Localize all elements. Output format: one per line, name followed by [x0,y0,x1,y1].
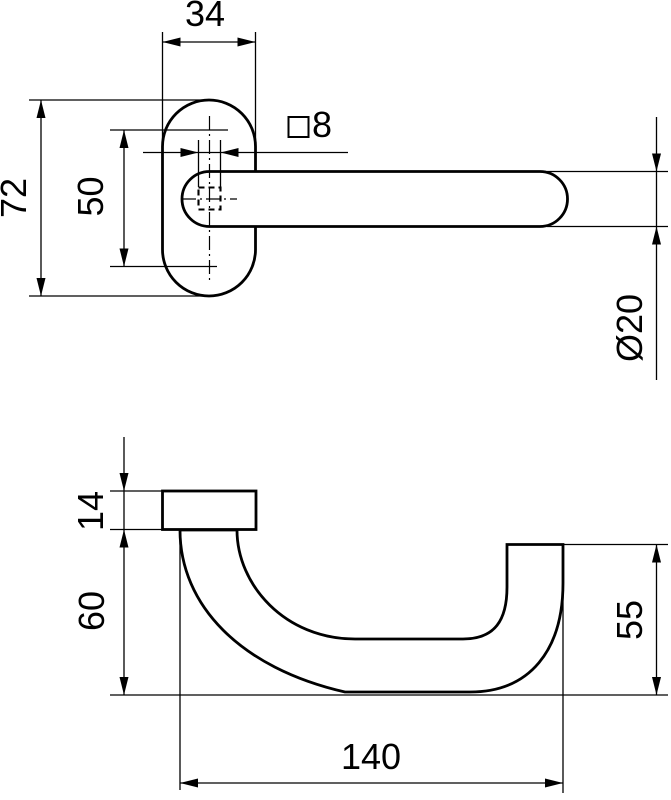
dim-spindle-square-label: 8 [312,104,332,145]
arrowhead [36,278,46,296]
dim-rose-width-label: 34 [185,0,225,34]
rose-side-outline [161,489,258,531]
arrowhead [180,148,199,157]
arrowhead [180,778,198,788]
side-view: 14 60 55 140 [70,437,668,793]
arrowhead [119,473,129,491]
arrowhead [119,677,129,695]
dim-lever-length-label: 140 [341,736,401,777]
arrowhead [162,37,181,47]
square-symbol-icon [287,116,310,138]
lever-side-outline [178,528,565,694]
dim-rose-height-label: 72 [0,178,34,218]
arrowhead [237,37,256,47]
arrowhead [545,778,563,788]
front-view: 34 72 50 8 Ø20 [0,0,668,380]
spindle-hole-hidden-square [197,186,222,211]
dim-grip-height-label: 55 [609,600,650,640]
arrowhead [652,226,661,245]
lever-front-outline [180,170,569,228]
arrowhead [220,148,239,157]
arrowhead [119,248,129,267]
arrowhead [652,677,661,695]
dim-neck-drop-label: 60 [71,591,112,631]
arrowhead [652,544,661,563]
arrowhead [119,529,129,548]
dim-lever-diameter-label: Ø20 [609,294,650,362]
dim-hole-spacing-label: 50 [70,176,111,216]
arrowhead [652,153,661,172]
arrowhead [36,100,46,118]
arrowhead [119,130,129,148]
dim-rose-thickness-label: 14 [70,491,111,531]
